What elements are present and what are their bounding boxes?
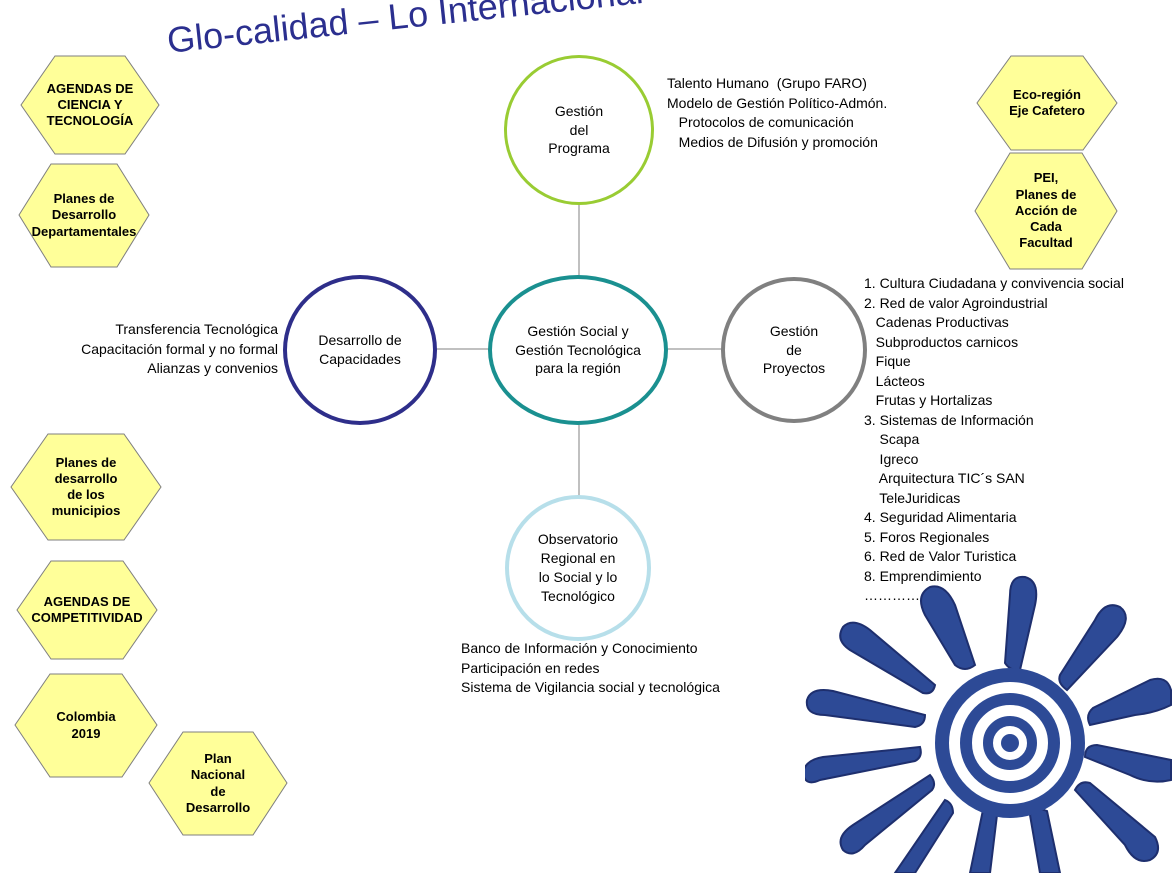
- note-line: Modelo de Gestión Político-Admón.: [667, 94, 888, 111]
- note-line: Igreco: [864, 450, 919, 467]
- note-line: Fique: [864, 353, 911, 369]
- note-line: Medios de Difusión y promoción: [667, 133, 878, 150]
- note-line: TeleJuridicas: [864, 489, 961, 506]
- note-line: 4. Seguridad Alimentaria: [864, 509, 1017, 525]
- note-line: Protocolos de comunicación: [667, 114, 854, 130]
- note-line: 3. Sistemas de Información: [864, 411, 1034, 428]
- note-line: Arquitectura TIC´s SAN: [864, 470, 1025, 486]
- note-line: Frutas y Hortalizas: [864, 392, 993, 408]
- note-line: 6. Red de Valor Turistica: [864, 548, 1017, 564]
- note-gestion-programa: Talento Humano (Grupo FARO) Modelo de Ges…: [667, 74, 887, 152]
- note-line: Alianzas y convenios: [147, 360, 278, 376]
- note-line: Talento Humano (Grupo FARO): [667, 75, 867, 91]
- hex-planes-municipios: Planes de desarrollo de los municipios: [10, 433, 162, 541]
- note-line: Participación en redes: [461, 659, 600, 676]
- note-line: Scapa: [864, 431, 920, 447]
- sun-logo: [805, 575, 1172, 873]
- node-center: Gestión Social y Gestión Tecnológica par…: [488, 275, 668, 425]
- hex-pei: PEI, Planes de Acción de Cada Facultad: [974, 152, 1118, 270]
- note-line: Lácteos: [864, 372, 925, 389]
- note-line: Sistema de Vigilancia social y tecnológi…: [461, 679, 720, 695]
- note-gestion-proyectos: 1. Cultura Ciudadana y convivencia socia…: [864, 274, 1124, 606]
- hex-colombia-2019: Colombia 2019: [14, 673, 158, 778]
- note-line: 8. Emprendimiento: [864, 567, 982, 584]
- hex-planes-departamentales: Planes de Desarrollo Departamentales: [18, 163, 150, 268]
- note-line: 2. Red de valor Agroindustrial: [864, 294, 1048, 311]
- note-line: 1. Cultura Ciudadana y convivencia socia…: [864, 275, 1124, 291]
- note-line: 5. Foros Regionales: [864, 528, 990, 545]
- note-line: Subproductos carnicos: [864, 333, 1019, 350]
- hex-agendas-competitividad: AGENDAS DE COMPETITIVIDAD: [16, 560, 158, 660]
- node-desarrollo-capacidades: Desarrollo de Capacidades: [283, 275, 437, 425]
- note-line: Transferencia Tecnológica: [115, 321, 278, 337]
- node-gestion-programa: Gestión del Programa: [504, 55, 654, 205]
- hex-eco-region: Eco-región Eje Cafetero: [976, 55, 1118, 151]
- note-line: Capacitación formal y no formal: [81, 340, 278, 357]
- note-line: Banco de Información y Conocimiento: [461, 640, 698, 656]
- hex-plan-nacional: Plan Nacional de Desarrollo: [148, 731, 288, 836]
- node-observatorio: Observatorio Regional en lo Social y lo …: [505, 495, 651, 641]
- node-gestion-proyectos: Gestión de Proyectos: [721, 277, 867, 423]
- hex-agendas-ciencia: AGENDAS DE CIENCIA Y TECNOLOGÍA: [20, 55, 160, 155]
- note-line: Cadenas Productivas: [864, 314, 1009, 330]
